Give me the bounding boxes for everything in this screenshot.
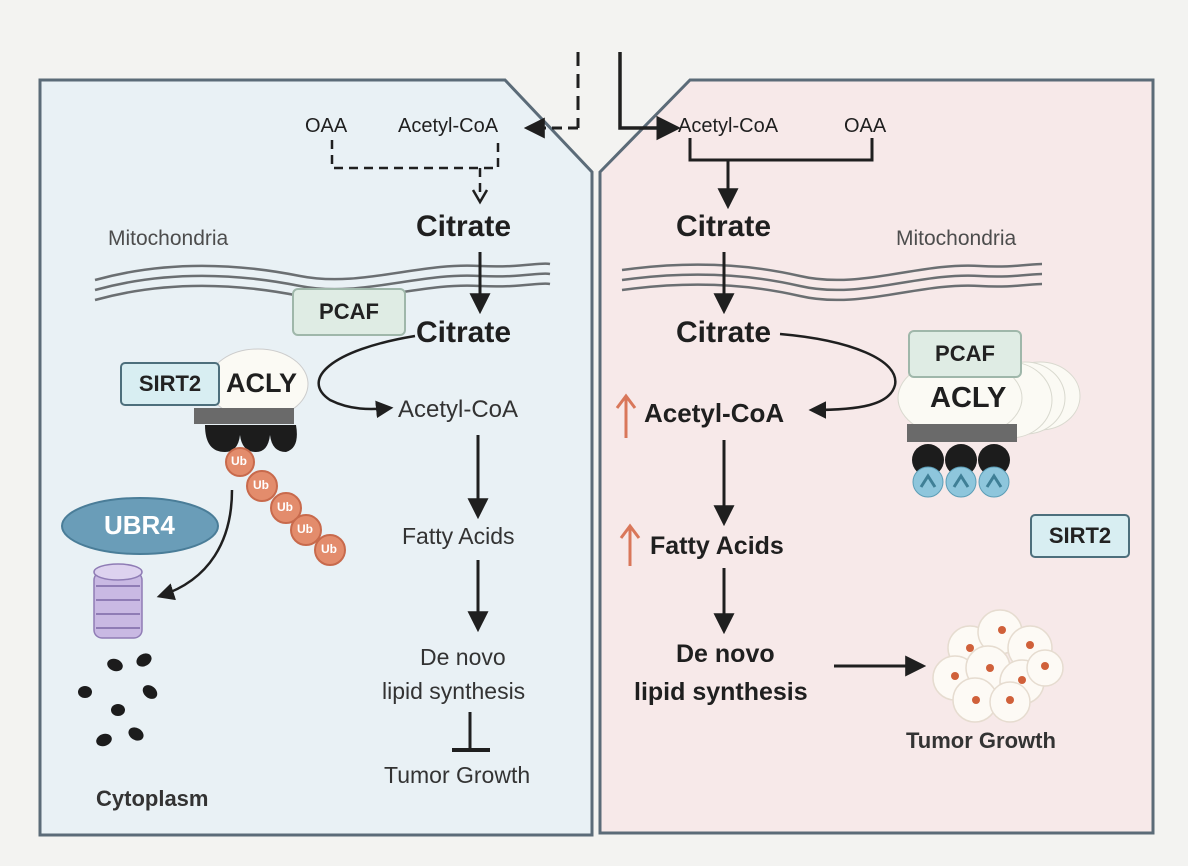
ubr4-label: UBR4: [104, 510, 175, 540]
left-de-novo-line1: De novo: [420, 644, 506, 670]
ub-label-4: Ub: [297, 522, 313, 536]
left-sirt2-box: SIRT2: [120, 362, 220, 406]
right-mitochondrial-membrane: [621, 262, 1043, 302]
right-de-novo-line1: De novo: [676, 640, 775, 668]
ub-label-5: Ub: [321, 542, 337, 556]
left-de-novo-line2: lipid synthesis: [382, 678, 526, 704]
right-de-novo-line2: lipid synthesis: [634, 678, 808, 706]
ub-label-2: Ub: [253, 478, 269, 492]
ubiquitin-chain-left: [225, 447, 346, 566]
right-citrate-mito-label: Citrate: [676, 210, 772, 243]
left-acetyl-coa-top-label: Acetyl-CoA: [398, 115, 499, 137]
left-citrate-cyto-label: Citrate: [416, 316, 512, 349]
proteasome-icon: [93, 563, 143, 639]
right-tumor-growth-label: Tumor Growth: [906, 728, 1056, 753]
tumor-nuclei: [951, 626, 1049, 704]
up-arrow-fatty-acids-icon: [619, 523, 641, 566]
left-dashed-merge-head: [471, 189, 489, 205]
arrow-citrate-to-acetyl-coa-left: [317, 334, 416, 419]
cytoplasm-label: Cytoplasm: [96, 786, 209, 811]
left-cell-panel: [38, 78, 594, 837]
left-mitochondria-label: Mitochondria: [108, 227, 229, 250]
solid-arrow-to-acetyl-coa: [618, 52, 681, 141]
inhibition-bar-left: [452, 712, 490, 752]
arrow-citrate-to-acetyl-coa-right: [779, 332, 897, 419]
left-acly-label: ACLY: [226, 368, 298, 398]
left-acetyl-coa-label: Acetyl-CoA: [398, 396, 519, 423]
left-pcaf-box: PCAF: [292, 288, 406, 336]
right-merge: [688, 138, 874, 205]
acetyl-strip-right: [907, 424, 1017, 442]
left-citrate-mito-label: Citrate: [416, 210, 512, 243]
left-oaa-label: OAA: [305, 115, 348, 137]
right-acetyl-coa-top-label: Acetyl-CoA: [678, 115, 779, 137]
tumor-cells-icon: [932, 609, 1064, 723]
left-tumor-growth-label: Tumor Growth: [384, 762, 531, 788]
up-arrow-acetyl-coa-icon: [615, 393, 637, 438]
right-acetyl-coa-label: Acetyl-CoA: [644, 398, 785, 428]
acetyl-strip-left: [194, 408, 294, 424]
ubiquitin-binding-domains-left: [205, 425, 297, 452]
right-fatty-acids-label: Fatty Acids: [650, 532, 784, 560]
right-mitochondria-label: Mitochondria: [896, 227, 1017, 250]
right-acly-label: ACLY: [930, 382, 1007, 414]
left-fatty-acids-label: Fatty Acids: [402, 523, 515, 549]
ubr4-ellipse: [61, 497, 219, 555]
right-cell-panel: [598, 78, 1155, 835]
arrow-to-proteasome: [156, 489, 234, 601]
right-citrate-cyto-label: Citrate: [676, 316, 772, 349]
right-pcaf-box: PCAF: [908, 330, 1022, 378]
ub-label-1: Ub: [231, 454, 247, 468]
right-sirt2-box: SIRT2: [1030, 514, 1130, 558]
acetyl-groups-right: [912, 444, 1010, 498]
left-dashed-merge: [330, 140, 500, 198]
ub-label-3: Ub: [277, 500, 293, 514]
right-oaa-label: OAA: [844, 115, 887, 137]
degraded-fragments-icon: [78, 653, 158, 747]
acly-stack-right: [897, 357, 1081, 439]
